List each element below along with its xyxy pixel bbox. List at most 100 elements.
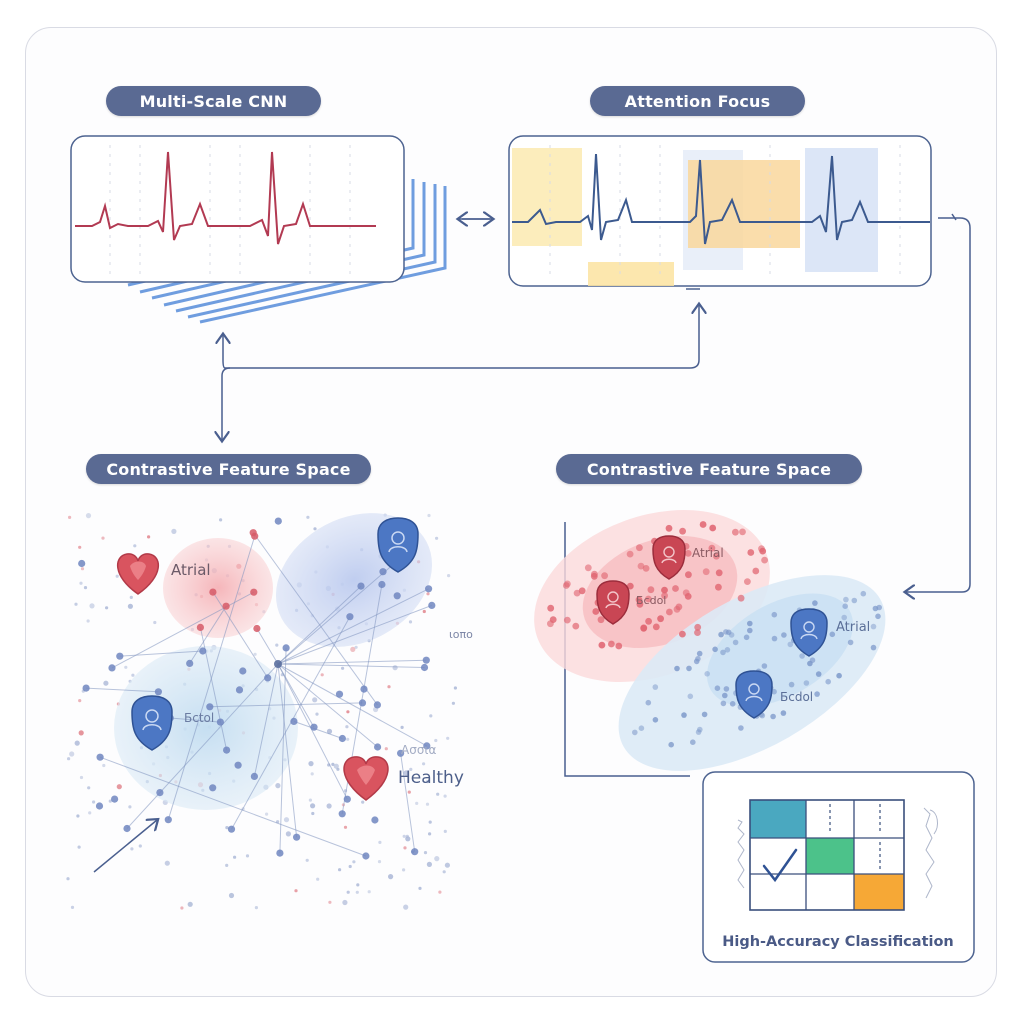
right-label-red-left: Бсdol [636,594,666,607]
scatter-point-blue [720,700,727,707]
scatter-point-blue [842,603,848,609]
scatter-point [356,883,360,887]
scatter-point [343,825,348,829]
scatter-point-red [752,567,760,575]
network-edge [277,604,432,665]
scatter-point [275,643,279,647]
left-label-top-right: ιοπο [449,628,473,641]
scatter-point [76,814,80,818]
network-node [222,602,230,610]
network-node [374,743,382,751]
network-node [196,623,204,632]
network-node [250,588,258,596]
shield-person-icon [377,517,419,573]
scatter-point-blue [771,688,777,695]
scatter-point [434,856,440,862]
network-edge [293,720,343,739]
scatter-point [83,586,88,590]
scatter-point-red [652,623,660,631]
scatter-point-red [563,616,571,624]
scatter-point [308,798,312,802]
scatter-point [310,772,314,776]
scatter-point [403,770,409,776]
network-node [250,772,258,781]
network-edge [277,563,395,665]
scatter-point [285,831,291,837]
scatter-point-blue [674,665,680,672]
network-edge [279,647,287,854]
scatter-point-blue [747,620,753,627]
scatter-point [427,513,431,518]
scatter-point [70,905,75,910]
scatter-point [102,763,106,768]
scatter-point [377,860,382,864]
network-node [235,686,244,694]
scatter-point [78,699,82,703]
network-node [423,742,431,750]
network-node [264,674,272,682]
scatter-point-blue [701,711,708,718]
scatter-point-blue [696,650,703,657]
scatter-point [402,834,406,838]
network-node [411,848,419,856]
scatter-point-blue [632,729,638,736]
cnn-signal-box [70,135,405,283]
feature-space-right-title: Contrastive Feature Space [556,454,862,484]
scatter-point [415,801,419,806]
scatter-point [74,740,80,746]
scatter-point [341,666,345,670]
left-pointer-arrow [93,820,157,873]
scatter-point-blue [788,681,795,688]
scatter-point-red [590,572,598,580]
matrix-cell-green [806,838,854,874]
scatter-point-blue [645,699,652,706]
network-node [274,517,282,525]
scatter-point-blue [770,713,776,720]
left-cyan-cluster [114,646,298,810]
scatter-point [254,906,258,910]
scatter-point [342,899,348,906]
matrix-cell-orange [854,874,904,910]
scatter-point-blue [814,691,820,697]
network-edge [170,717,221,723]
network-edge [199,627,228,751]
scatter-point-blue [875,613,881,620]
scatter-point [130,847,134,851]
scatter-point [164,860,170,866]
scatter-point [67,757,71,761]
scatter-point-blue [799,653,805,659]
network-edge [167,536,256,820]
scatter-point [435,536,439,540]
scatter-point [101,536,105,540]
scatter-point-blue [787,641,794,648]
network-node [111,795,119,803]
scatter-point-red [592,608,600,615]
scatter-point-red [685,571,692,579]
scatter-point [147,535,151,539]
scatter-point [133,544,137,548]
scatter-point [103,680,109,686]
network-node [96,753,104,761]
scatter-point [438,890,442,894]
network-node [156,789,164,797]
network-node [428,601,436,610]
scatter-point-blue [668,741,674,748]
scatter-point-blue [870,644,877,651]
scatter-point-blue [851,597,858,604]
scatter-point [326,728,333,735]
scatter-point [442,870,446,874]
scatter-point [79,775,84,780]
scatter-point [350,646,356,653]
network-edge [86,687,159,693]
scatter-point [127,603,133,609]
scatter-point [66,877,70,881]
scatter-point [128,805,132,809]
scatter-point [108,799,112,803]
matrix-cell-teal [750,800,806,838]
heart-icon [343,756,389,801]
scatter-point [378,840,382,845]
shield-person-icon [652,535,686,580]
network-node [251,532,259,540]
network-node [335,690,344,698]
scatter-point-red [709,524,717,532]
